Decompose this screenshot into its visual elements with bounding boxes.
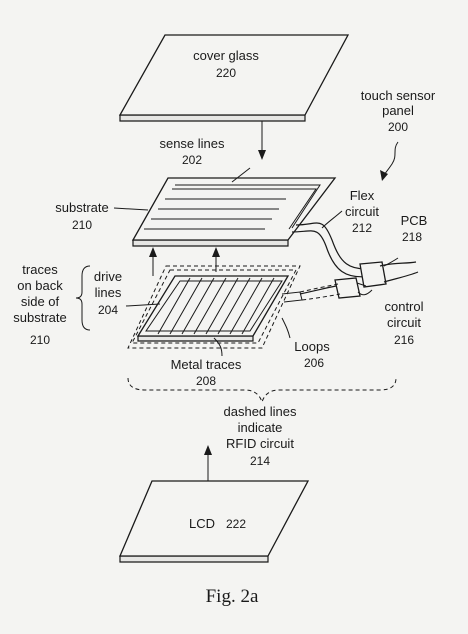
dashed-lines-number: 214 [250,454,270,468]
leader-lines [113,167,399,357]
traces-number: 210 [30,333,50,347]
control-circuit-number: 216 [394,333,414,347]
lcd-plate [119,480,310,563]
flex-circuit-number: 212 [352,221,372,235]
control-circuit-label-1: control [384,299,423,314]
touch-sensor-arrow [380,141,399,181]
arrow-cover-to-substrate [258,121,266,160]
dashed-lines-label-1: dashed lines [224,404,297,419]
metal-traces-label: Metal traces [171,357,242,372]
control-circuit-chip [334,277,367,299]
lcd-label: LCD [189,516,215,531]
drive-lines-layer [127,265,341,349]
pcb-number: 218 [402,230,422,244]
control-circuit-label-2: circuit [387,315,421,330]
touch-sensor-label-2: panel [382,103,414,118]
pcb-label: PCB [401,213,428,228]
traces-label-2: on back [17,278,63,293]
dashed-lines-label-2: indicate [238,420,283,435]
drive-line [229,277,263,335]
traces-label-3: side of [21,294,60,309]
drive-line [157,277,191,335]
loops-label: Loops [294,339,330,354]
traces-label-4: substrate [13,310,66,325]
drive-line [181,277,215,335]
cover-glass-plate [118,34,350,122]
flex-circuit-label-1: Flex [350,188,375,203]
lcd-number: 222 [226,517,246,531]
cover-glass-number: 220 [216,66,236,80]
drive-line [169,277,203,335]
drive-lines-label-1: drive [94,269,122,284]
dashed-lines-label-3: RFID circuit [226,436,294,451]
pcb-connector [359,261,419,288]
drive-line [205,277,239,335]
drive-line [217,277,251,335]
loops-number: 206 [304,356,324,370]
drive-lines-label-2: lines [95,285,122,300]
metal-traces-number: 208 [196,374,216,388]
touch-sensor-label-1: touch sensor [361,88,436,103]
labels: cover glass 220 touch sensor panel 200 s… [13,48,436,607]
drive-line [241,277,275,335]
drive-lines-number: 204 [98,303,118,317]
flex-circuit-label-2: circuit [345,204,379,219]
drive-lines-brace [75,265,91,331]
substrate-number: 210 [72,218,92,232]
traces-label-1: traces [22,262,58,277]
touch-sensor-number: 200 [388,120,408,134]
sense-lines-number: 202 [182,153,202,167]
rfid-brace [127,377,397,404]
substrate-plate [131,177,337,247]
flex-circuit [291,222,376,278]
arrows-up-to-substrate [149,247,220,276]
sense-lines-label: sense lines [159,136,225,151]
drive-line [193,277,227,335]
substrate-label: substrate [55,200,108,215]
cover-glass-label: cover glass [193,48,259,63]
figure-caption: Fig. 2a [206,586,259,607]
